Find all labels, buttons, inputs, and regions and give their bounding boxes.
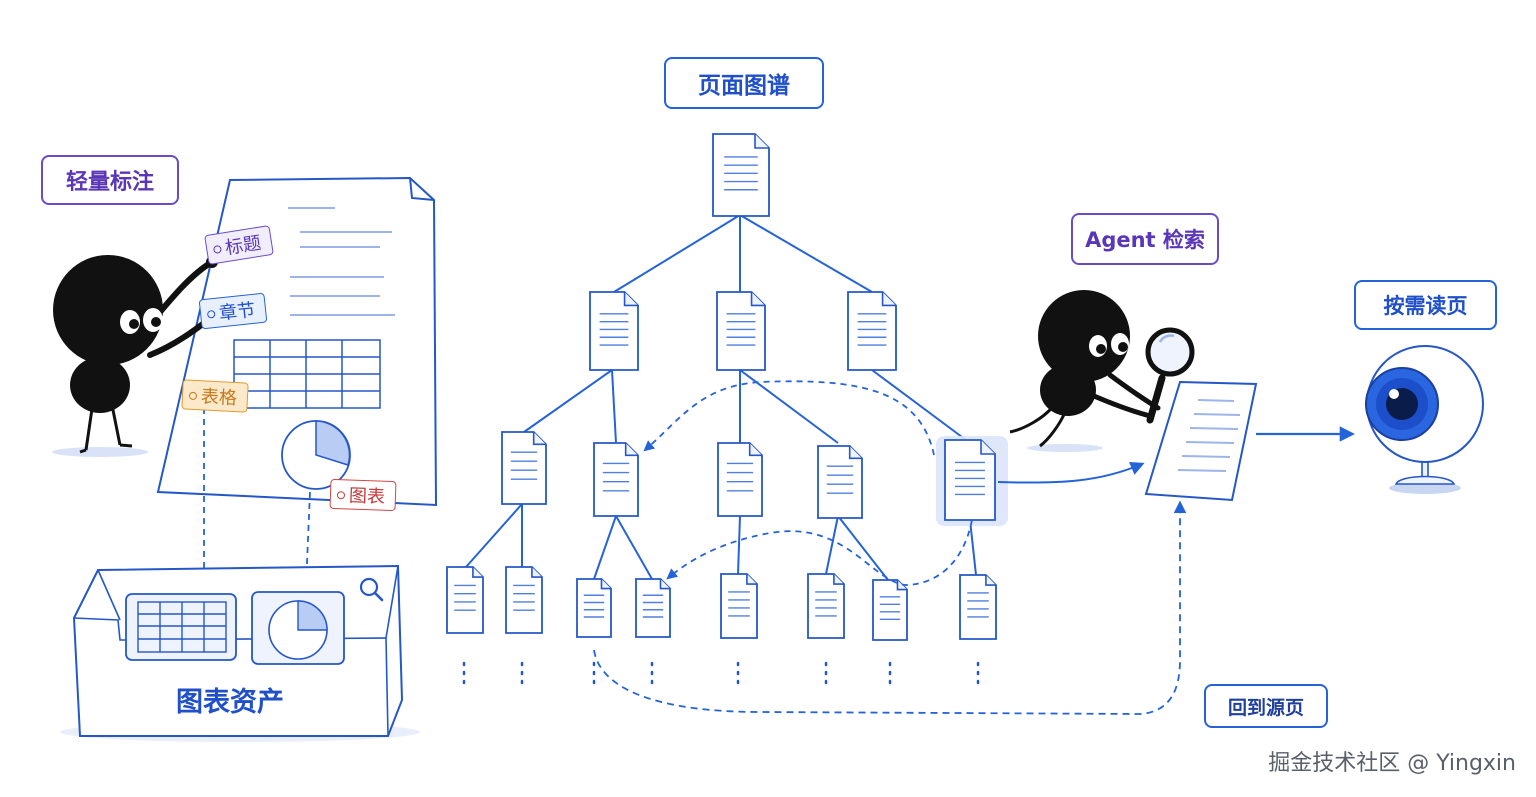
light-annotation-label: 轻量标注 [41,155,179,205]
tree-edges [465,214,977,581]
document-icon [505,566,543,634]
tag-table: 表格 [181,379,249,413]
document-icon [589,291,639,371]
page-graph-label: 页面图谱 [664,57,824,109]
agent-search-label: Agent 检索 [1071,213,1219,265]
document-icon [817,445,863,519]
chart-assets-box [60,564,420,742]
document-icon [959,574,997,640]
document-table [233,339,381,409]
tag-chart: 图表 [329,478,397,512]
document-icon [716,291,766,371]
asset-pie-chart-icon [251,591,345,665]
document-pie [281,420,351,490]
retrieved-page-paper [1144,380,1258,502]
asset-table-icon [125,593,237,661]
document-icon [872,579,908,641]
document-icon [847,291,897,371]
document-icon [807,573,845,639]
document-icon [720,573,758,639]
document-icon [446,566,484,634]
magnifier-icon [1145,327,1195,424]
document-icon [501,431,547,505]
watermark: 掘金技术社区 @ Yingxin [1268,751,1516,776]
agent-character [1009,290,1161,452]
annotated-document [156,176,438,507]
document-icon [593,442,639,517]
annotator-character [52,255,218,457]
document-icon [635,578,671,638]
read-on-demand-label: 按需读页 [1354,280,1497,330]
document-icon [712,133,770,217]
eye-icon [1365,345,1484,494]
tree-dotted-continuations [462,661,980,692]
document-icon [944,439,996,521]
document-icon [576,578,612,638]
search-icon [359,577,384,602]
page-nodes [446,133,997,641]
document-icon [717,442,763,517]
chart-assets-label: 图表资产 [176,687,284,718]
back-to-source-label: 回到源页 [1204,684,1328,728]
